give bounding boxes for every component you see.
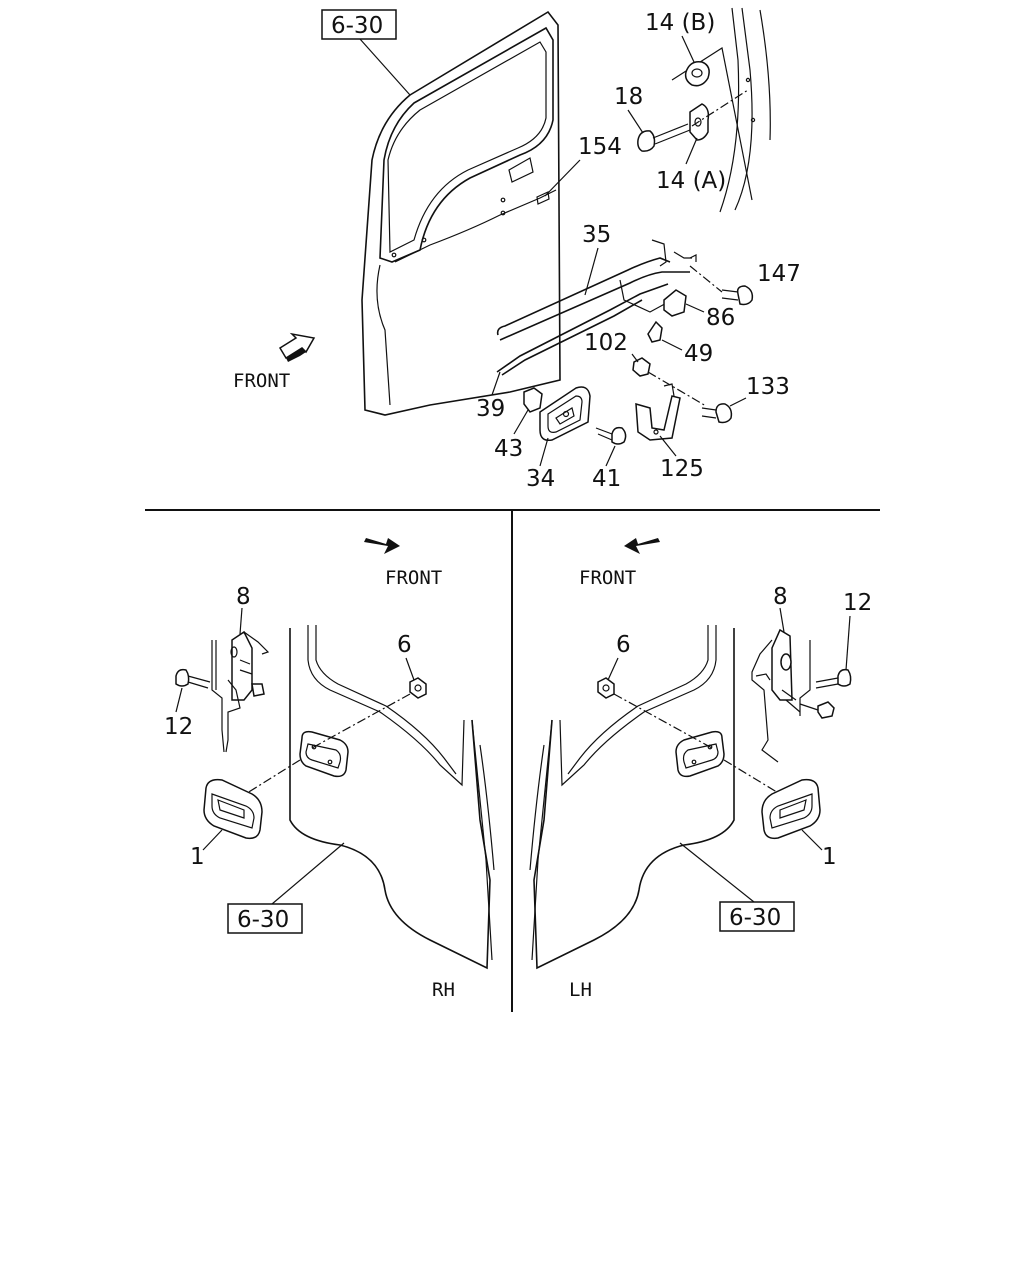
bolt-18 <box>637 130 656 152</box>
front-arrow-rh <box>364 538 400 554</box>
callout-6-lh: 6 <box>616 632 631 658</box>
side-label-lh: LH <box>569 979 592 1001</box>
callout-41: 41 <box>592 466 621 492</box>
callout-14b: 14 (B) <box>645 10 715 36</box>
bolt-133 <box>715 403 733 424</box>
front-arrow-lh <box>624 538 660 554</box>
door-panel-rh <box>289 625 495 970</box>
damper-86 <box>663 289 687 317</box>
callout-147: 147 <box>757 261 801 287</box>
outer-handle-lh <box>761 778 821 840</box>
callout-49: 49 <box>684 341 713 367</box>
door-panel-top <box>361 10 561 416</box>
bolt-12-rh <box>175 668 190 687</box>
callout-154: 154 <box>578 134 622 160</box>
callout-18: 18 <box>614 84 643 110</box>
callout-39: 39 <box>476 396 505 422</box>
callout-102: 102 <box>584 330 628 356</box>
callout-43: 43 <box>494 436 523 462</box>
callout-8-lh: 8 <box>773 584 788 610</box>
lh-view: FRONT 6 8 <box>529 538 872 1001</box>
reference-box-lh-text: 6-30 <box>729 905 781 931</box>
top-view: 6-30 14 (B) 18 154 14 (A) <box>233 7 801 492</box>
striker-assembly <box>637 60 749 152</box>
callout-1-lh: 1 <box>822 844 837 870</box>
callout-133: 133 <box>746 374 790 400</box>
side-label-rh: RH <box>432 979 455 1001</box>
reference-box-top: 6-30 <box>321 9 411 96</box>
reference-box-lh <box>719 901 795 932</box>
callout-34: 34 <box>526 466 555 492</box>
rod-39 <box>496 283 669 373</box>
striker-cover-14b <box>684 60 710 87</box>
screw-41 <box>611 426 627 445</box>
callout-6-rh: 6 <box>397 632 412 658</box>
rod-35 <box>496 257 671 336</box>
clip-43 <box>523 387 543 413</box>
front-label-rh: FRONT <box>385 567 442 589</box>
rod-assembly <box>496 239 697 376</box>
bolt-147 <box>736 285 754 306</box>
reference-box-rh-text: 6-30 <box>237 907 289 933</box>
callout-14a: 14 (A) <box>656 168 726 194</box>
cab-pillar <box>671 7 771 213</box>
reference-box-top-text: 6-30 <box>331 13 383 39</box>
inner-handle-34 <box>539 386 591 442</box>
outer-handle-rh <box>203 778 263 840</box>
callout-1-rh: 1 <box>190 844 205 870</box>
nut-6-rh <box>409 677 427 699</box>
bracket-125 <box>635 395 681 441</box>
reference-box-rh <box>227 903 303 934</box>
nut-6-lh <box>597 677 615 699</box>
front-label-lh: FRONT <box>579 567 636 589</box>
inside-handle-rh <box>211 630 270 753</box>
door-panel-lh <box>529 625 735 970</box>
callout-35: 35 <box>582 222 611 248</box>
clip-49 <box>647 320 663 343</box>
front-arrow-top <box>278 332 316 362</box>
callout-86: 86 <box>706 305 735 331</box>
callout-8-rh: 8 <box>236 584 251 610</box>
front-label-top: FRONT <box>233 370 290 392</box>
nut-102 <box>632 357 651 377</box>
inside-handle-lh <box>751 628 835 763</box>
callout-12-lh: 12 <box>843 590 872 616</box>
bolt-12-lh <box>837 668 852 687</box>
callout-12-rh: 12 <box>164 714 193 740</box>
callout-125: 125 <box>660 456 704 482</box>
rh-view: FRONT 8 12 <box>164 538 495 1001</box>
